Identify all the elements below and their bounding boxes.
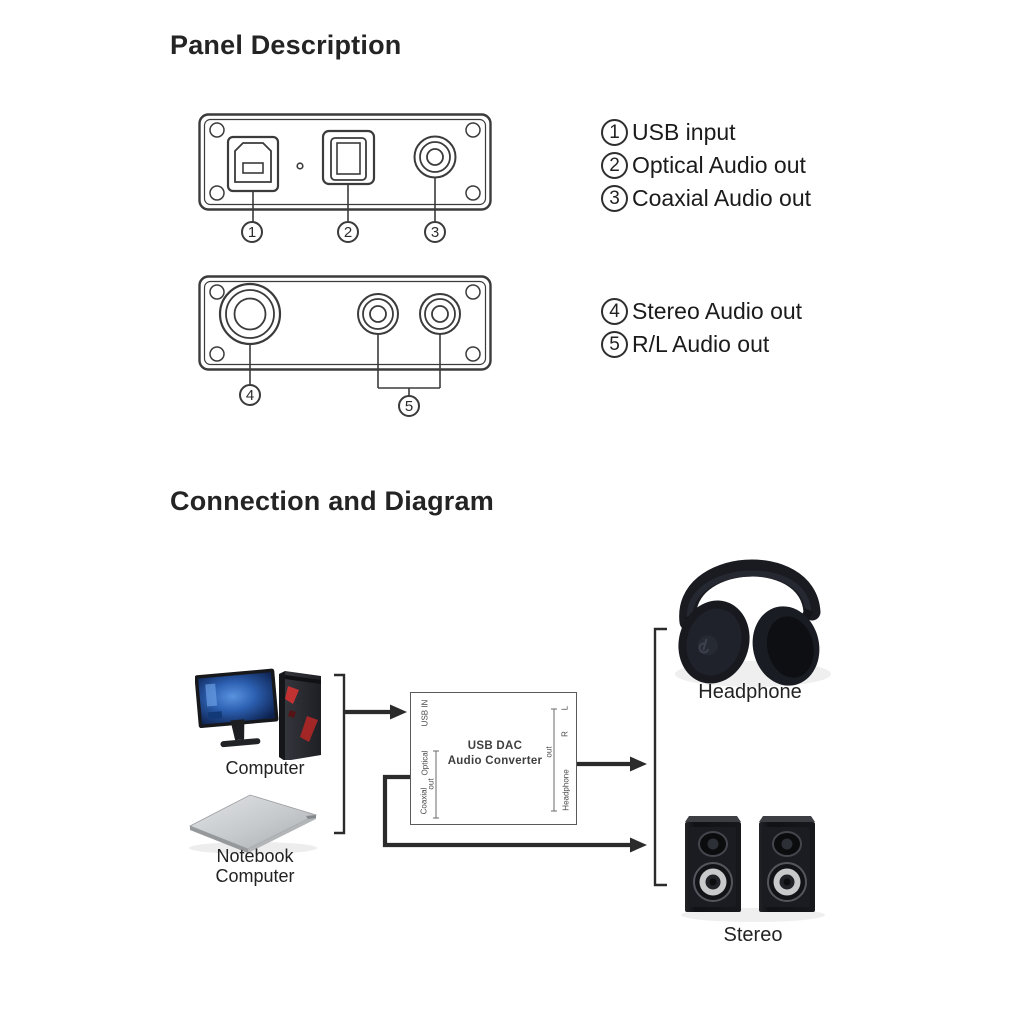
legend-item: 5 R/L Audio out bbox=[601, 328, 802, 361]
legend-label: Coaxial Audio out bbox=[632, 185, 812, 211]
sink-bracket bbox=[653, 627, 667, 887]
connection-lines bbox=[334, 627, 667, 887]
callout-badge-4: 4 bbox=[239, 384, 261, 406]
stereo-speakers-icon bbox=[681, 816, 825, 922]
screw-hole-icon bbox=[465, 122, 481, 138]
led-indicator-icon bbox=[296, 162, 304, 170]
legend-badge-1: 1 bbox=[601, 119, 628, 146]
legend-label: Stereo Audio out bbox=[632, 298, 803, 324]
usb-dac-box: USB IN Optical Coaxial out out L R Headp… bbox=[410, 692, 577, 825]
front-panel-diagram bbox=[198, 113, 492, 222]
callout-badge-1: 1 bbox=[241, 221, 263, 243]
legend-item: 4 Stereo Audio out bbox=[601, 295, 802, 328]
back-panel-outline bbox=[198, 275, 492, 371]
desktop-computer-icon bbox=[195, 668, 321, 760]
dac-headphone-label: Headphone bbox=[561, 769, 571, 811]
legend-badge-2: 2 bbox=[601, 152, 628, 179]
notebook-computer-icon bbox=[189, 794, 318, 854]
screw-hole-icon bbox=[465, 284, 481, 300]
optical-port-icon bbox=[321, 129, 376, 186]
source-bracket bbox=[334, 673, 346, 835]
stereo-label: Stereo bbox=[723, 924, 783, 946]
dac-usb-in-label: USB IN bbox=[420, 699, 430, 727]
rca-jack-right-icon bbox=[419, 293, 461, 335]
callout-badge-2: 2 bbox=[337, 221, 359, 243]
dac-l-label: L bbox=[560, 705, 570, 711]
screw-hole-icon bbox=[465, 346, 481, 362]
pc-tower bbox=[279, 671, 321, 760]
front-panel-outline bbox=[198, 113, 492, 211]
callout-badge-5: 5 bbox=[398, 395, 420, 417]
speaker-right bbox=[759, 816, 815, 912]
notebook-label: Notebook Computer bbox=[215, 846, 295, 887]
legend-item: 3 Coaxial Audio out bbox=[601, 182, 811, 215]
legend-badge-4: 4 bbox=[601, 298, 628, 325]
computer-label: Computer bbox=[225, 758, 305, 778]
headphone-icon bbox=[675, 559, 831, 687]
headphone-label: Headphone bbox=[698, 681, 802, 703]
usb-b-port-icon bbox=[226, 135, 280, 193]
screw-hole-icon bbox=[209, 284, 225, 300]
monitor bbox=[195, 668, 279, 748]
legend-badge-5: 5 bbox=[601, 331, 628, 358]
speaker-left bbox=[685, 816, 741, 912]
callout-lines bbox=[249, 334, 441, 396]
stereo-jack-icon bbox=[218, 282, 282, 346]
dac-out-left-label: out bbox=[426, 778, 436, 790]
legend-badge-3: 3 bbox=[601, 185, 628, 212]
legend-item: 2 Optical Audio out bbox=[601, 149, 811, 182]
rca-jack-left-icon bbox=[357, 293, 399, 335]
arrowheads bbox=[390, 704, 647, 853]
screw-hole-icon bbox=[209, 122, 225, 138]
panel-description-heading: Panel Description bbox=[170, 30, 402, 60]
screw-hole-icon bbox=[209, 346, 225, 362]
callout-lines bbox=[252, 177, 436, 222]
legend-label: R/L Audio out bbox=[632, 331, 770, 357]
legend-item: 1 USB input bbox=[601, 116, 811, 149]
screw-hole-icon bbox=[209, 185, 225, 201]
legend-label: Optical Audio out bbox=[632, 152, 806, 178]
connection-diagram-heading: Connection and Diagram bbox=[170, 486, 494, 516]
dac-coaxial-label: Coaxial bbox=[419, 787, 429, 815]
screw-hole-icon bbox=[465, 185, 481, 201]
front-panel-legend: 1 USB input 2 Optical Audio out 3 Coaxia… bbox=[601, 116, 811, 215]
loop-arrow bbox=[382, 774, 632, 848]
callout-badge-3: 3 bbox=[424, 221, 446, 243]
back-panel-diagram bbox=[198, 275, 492, 396]
dac-title-line1: USB DAC bbox=[467, 740, 523, 752]
legend-label: USB input bbox=[632, 119, 736, 145]
coaxial-port-icon bbox=[413, 135, 457, 179]
dac-title-line2: Audio Converter bbox=[447, 755, 543, 767]
dac-r-label: R bbox=[560, 731, 570, 737]
back-panel-legend: 4 Stereo Audio out 5 R/L Audio out bbox=[601, 295, 802, 361]
dac-box-span-lines bbox=[433, 708, 557, 819]
